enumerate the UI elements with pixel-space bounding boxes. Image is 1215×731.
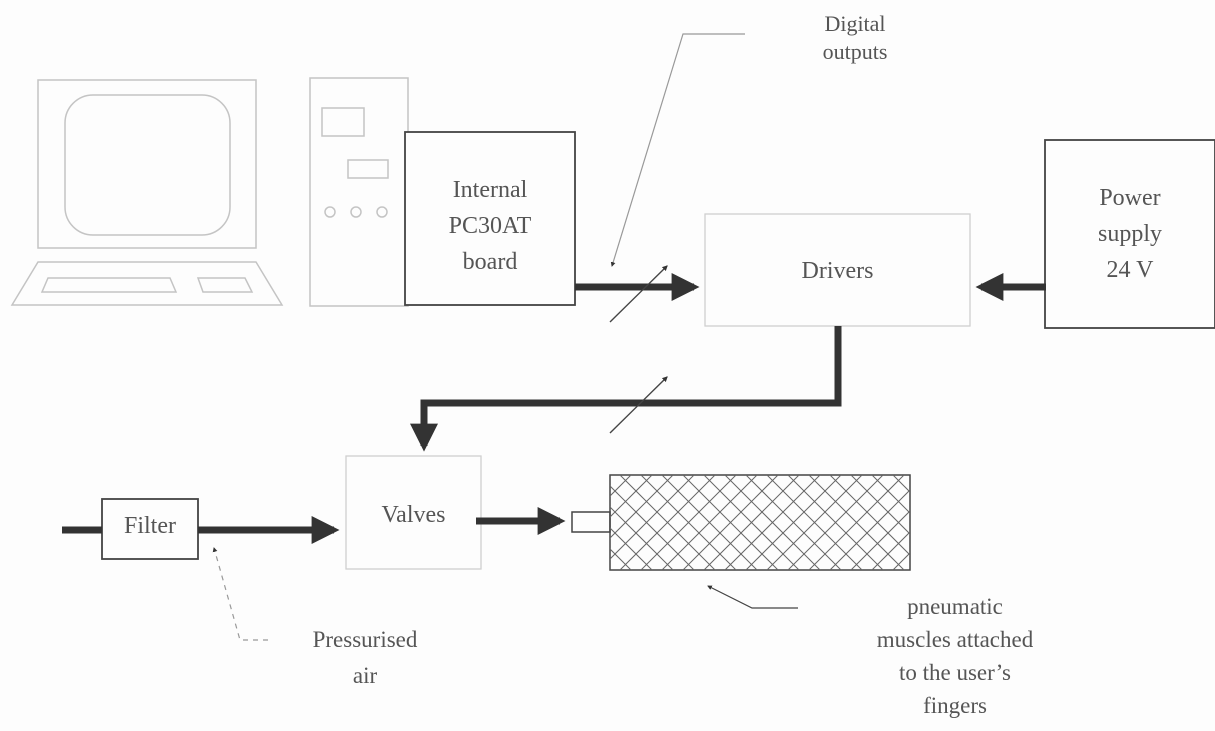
muscle-mesh-strand	[998, 475, 1093, 570]
valves-label: Valves	[381, 502, 446, 528]
muscle-mesh-strand	[871, 531, 910, 570]
pressurised-air-leader	[212, 547, 268, 641]
muscle-mesh-strand	[892, 552, 910, 570]
power-supply-box	[1044, 139, 1215, 329]
pc-tower-icon	[309, 77, 409, 307]
muscle-mesh-strand	[998, 475, 1093, 570]
muscle-mesh-strand	[977, 475, 1072, 570]
muscle-mesh-strand	[935, 475, 1030, 570]
keyboard-icon	[10, 261, 284, 306]
muscle-mesh-strand	[871, 475, 910, 514]
drivers-to-valves-arrow	[410, 326, 842, 452]
filter-label: Filter	[124, 513, 176, 539]
muscle-mesh-strand	[977, 475, 1072, 570]
muscle-mesh-strand	[850, 510, 910, 570]
bus-slash-upper	[609, 265, 668, 323]
pneumatic-muscle-icon	[571, 474, 1093, 571]
muscle-mesh-strand	[935, 475, 1030, 570]
board-box	[404, 131, 576, 306]
drivers-label: Drivers	[801, 258, 874, 284]
muscle-mesh-strand	[892, 475, 910, 493]
computer-monitor-icon	[37, 79, 257, 249]
muscle-mesh-strand	[956, 475, 1051, 570]
digital-outputs-leader	[610, 33, 745, 267]
muscle-mesh-strand	[956, 475, 1051, 570]
bus-slash-lower	[609, 376, 668, 434]
muscle-mesh-strand	[914, 475, 1009, 570]
valves-box	[345, 455, 482, 570]
muscle-mesh-strand	[914, 475, 1009, 570]
muscles-leader	[707, 585, 798, 609]
